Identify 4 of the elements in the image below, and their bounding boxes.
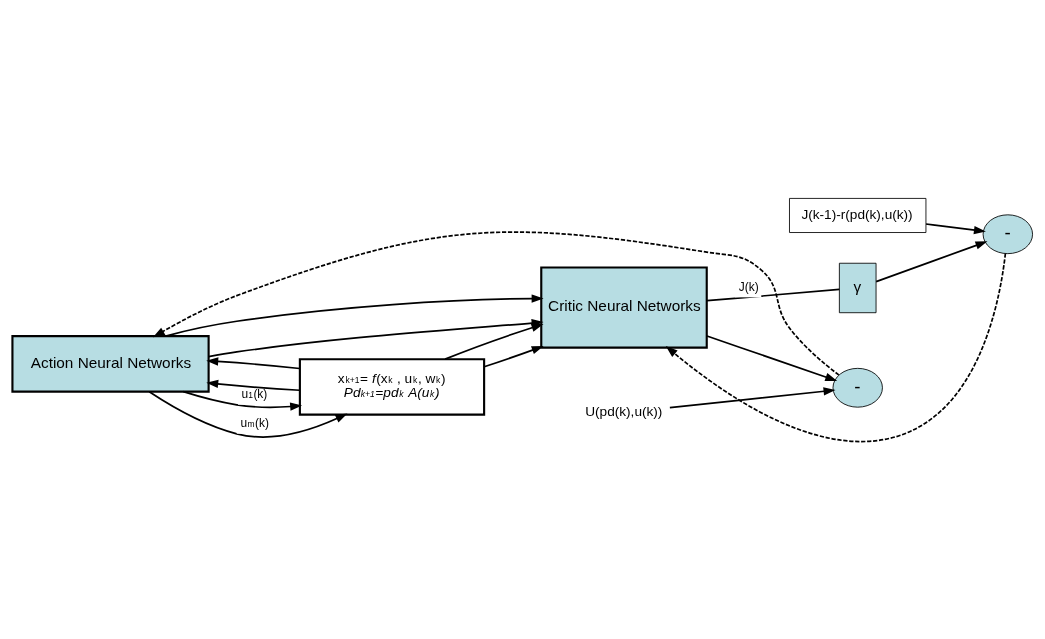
edge-label: um(k)	[240, 415, 270, 430]
edge-label: J(k)	[738, 279, 759, 294]
node-text: U(pd(k),u(k))	[585, 403, 663, 419]
edge-label: u1(k)	[241, 386, 268, 401]
